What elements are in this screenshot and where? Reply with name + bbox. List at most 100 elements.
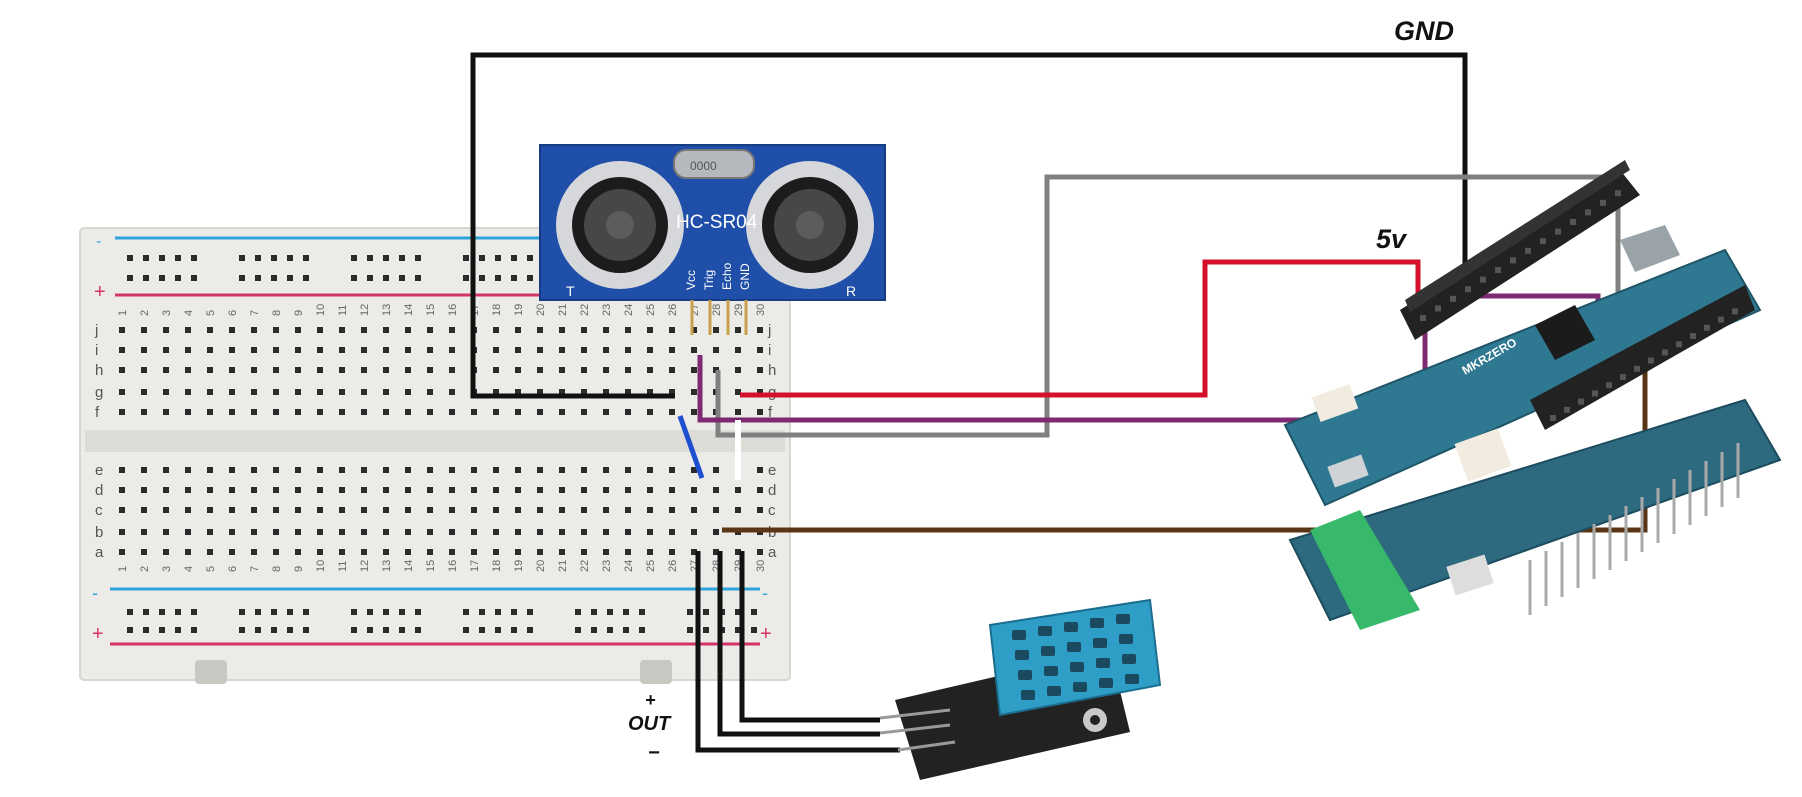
breadboard-hole (691, 549, 697, 555)
row-letter: c (768, 502, 776, 519)
column-number: 4 (183, 566, 195, 572)
breadboard-hole (339, 327, 345, 333)
header-hole (1690, 333, 1696, 339)
breadboard-hole (339, 389, 345, 395)
rail-hole (479, 627, 485, 633)
breadboard-hole (119, 549, 125, 555)
breadboard-hole (339, 507, 345, 513)
breadboard-hole (625, 367, 631, 373)
breadboard-hole (449, 487, 455, 493)
breadboard-hole (207, 549, 213, 555)
breadboard-hole (647, 347, 653, 353)
column-number: 10 (315, 304, 327, 316)
breadboard-hole (493, 327, 499, 333)
breadboard-hole (691, 507, 697, 513)
breadboard-hole (383, 467, 389, 473)
dht-grille (1012, 614, 1139, 700)
column-number: 13 (381, 560, 393, 572)
header-hole (1510, 257, 1516, 264)
breadboard-hole (713, 549, 719, 555)
column-number: 15 (425, 560, 437, 572)
breadboard-hole (207, 409, 213, 415)
breadboard-hole (757, 367, 763, 373)
breadboard-hole (141, 367, 147, 373)
breadboard-hole (713, 327, 719, 333)
column-number: 16 (447, 560, 459, 572)
breadboard-hole (427, 409, 433, 415)
row-letter: i (95, 342, 98, 359)
breadboard-hole (757, 507, 763, 513)
breadboard-hole (427, 529, 433, 535)
breadboard-hole (713, 507, 719, 513)
column-number: 23 (601, 304, 613, 316)
breadboard-hole (603, 487, 609, 493)
rail-hole (127, 275, 133, 281)
breadboard-hole (295, 529, 301, 535)
breadboard-hole (625, 327, 631, 333)
header-hole (1615, 190, 1621, 197)
breadboard-hole (251, 367, 257, 373)
grille-slot (1067, 642, 1081, 652)
breadboard-hole (295, 347, 301, 353)
breadboard-hole (185, 409, 191, 415)
rail-hole (479, 275, 485, 281)
breadboard-hole (273, 409, 279, 415)
column-number: 14 (403, 560, 415, 572)
breadboard-hole (119, 389, 125, 395)
breadboard-hole (515, 389, 521, 395)
breadboard-hole (669, 549, 675, 555)
dht-out-wire (717, 551, 880, 737)
header-hole (1606, 382, 1612, 389)
breadboard-hole (493, 389, 499, 395)
header-hole (1676, 341, 1682, 348)
row-letter: c (95, 502, 103, 519)
column-number: 1 (117, 310, 129, 316)
breadboard-hole (295, 389, 301, 395)
breadboard-hole (581, 409, 587, 415)
breadboard-hole (119, 409, 125, 415)
breadboard-hole (471, 409, 477, 415)
rail-hole (751, 627, 757, 633)
breadboard-hole (515, 409, 521, 415)
breadboard-hole (669, 327, 675, 333)
rail-hole (351, 255, 357, 261)
breadboard-hole (493, 487, 499, 493)
rail-hole (271, 609, 277, 615)
row-letter: d (768, 482, 776, 499)
rail-hole (255, 275, 261, 281)
rail-hole (239, 275, 245, 281)
breadboard-hole (669, 487, 675, 493)
row-letter: f (768, 404, 773, 421)
breadboard-hole (515, 549, 521, 555)
column-number: 22 (579, 304, 591, 316)
breadboard-hole (757, 549, 763, 555)
breadboard-hole (471, 549, 477, 555)
rail-hole (159, 627, 165, 633)
breadboard-hole (735, 347, 741, 353)
breadboard-hole (449, 507, 455, 513)
column-number: 12 (359, 304, 371, 316)
breadboard-hole (251, 487, 257, 493)
column-number: 30 (755, 304, 767, 316)
breadboard-hole (713, 467, 719, 473)
breadboard-hole (317, 487, 323, 493)
rail-hole (527, 627, 533, 633)
breadboard-hole (317, 409, 323, 415)
breadboard-hole (515, 529, 521, 535)
breadboard-hole (581, 327, 587, 333)
breadboard-hole (581, 529, 587, 535)
header-hole (1495, 267, 1501, 273)
crystal-text: 0000 (690, 159, 717, 173)
breadboard-hole (119, 487, 125, 493)
breadboard-hole (471, 507, 477, 513)
dht-plus-label: + (645, 690, 656, 710)
breadboard-hole (163, 529, 169, 535)
breadboard-hole (273, 467, 279, 473)
grille-slot (1047, 686, 1061, 696)
breadboard-hole (669, 347, 675, 353)
rail-hole (287, 275, 293, 281)
pin-label-echo: Echo (720, 262, 734, 290)
breadboard-hole (669, 367, 675, 373)
breadboard-hole (317, 327, 323, 333)
